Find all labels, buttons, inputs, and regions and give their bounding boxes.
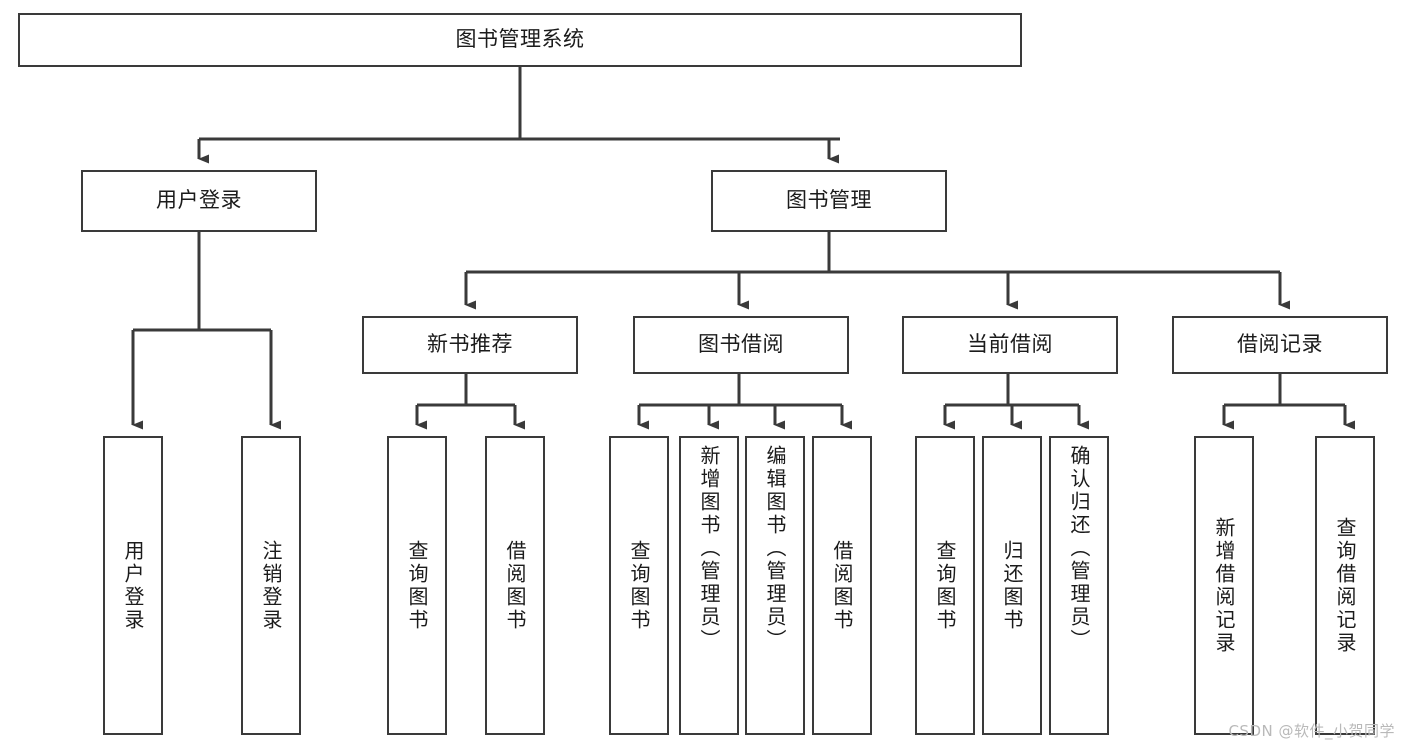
node-new-book-recommend[interactable]: 新书推荐	[362, 316, 578, 374]
leaf-query-book-recommend[interactable]: 查询图书	[387, 436, 447, 735]
leaf-edit-book-label: 编辑图书（管理员）	[763, 445, 787, 652]
node-borrow-record-label: 借阅记录	[1237, 332, 1323, 357]
node-root-label: 图书管理系统	[455, 27, 585, 52]
node-borrow-record[interactable]: 借阅记录	[1172, 316, 1388, 374]
csdn-watermark: CSDN @软件_小贺同学	[1228, 722, 1395, 740]
leaf-edit-book[interactable]: 编辑图书（管理员）	[745, 436, 805, 735]
leaf-borrow-book-borrow[interactable]: 借阅图书	[812, 436, 872, 735]
leaf-confirm-return[interactable]: 确认归还（管理员）	[1049, 436, 1109, 735]
leaf-logout[interactable]: 注销登录	[241, 436, 301, 735]
leaf-add-borrow-record[interactable]: 新增借阅记录	[1194, 436, 1254, 735]
node-book-borrow-label: 图书借阅	[698, 332, 784, 357]
node-user-login[interactable]: 用户登录	[81, 170, 317, 232]
leaf-return-book-label: 归还图书	[1000, 539, 1024, 632]
leaf-add-book-label: 新增图书（管理员）	[697, 445, 721, 652]
leaf-borrow-book-recommend[interactable]: 借阅图书	[485, 436, 545, 735]
node-root[interactable]: 图书管理系统	[18, 13, 1022, 67]
leaf-query-book-borrow[interactable]: 查询图书	[609, 436, 669, 735]
leaf-query-book-current-label: 查询图书	[933, 539, 957, 632]
node-current-borrow[interactable]: 当前借阅	[902, 316, 1118, 374]
leaf-confirm-return-label: 确认归还（管理员）	[1067, 445, 1091, 652]
node-current-borrow-label: 当前借阅	[967, 332, 1053, 357]
node-book-management[interactable]: 图书管理	[711, 170, 947, 232]
node-book-borrow[interactable]: 图书借阅	[633, 316, 849, 374]
leaf-borrow-book-borrow-label: 借阅图书	[830, 539, 854, 632]
leaf-query-book-recommend-label: 查询图书	[405, 539, 429, 632]
leaf-query-borrow-record[interactable]: 查询借阅记录	[1315, 436, 1375, 735]
leaf-query-book-borrow-label: 查询图书	[627, 539, 651, 632]
leaf-return-book[interactable]: 归还图书	[982, 436, 1042, 735]
leaf-borrow-book-recommend-label: 借阅图书	[503, 539, 527, 632]
node-user-login-label: 用户登录	[156, 188, 242, 213]
node-new-book-recommend-label: 新书推荐	[427, 332, 513, 357]
leaf-query-book-current[interactable]: 查询图书	[915, 436, 975, 735]
leaf-logout-label: 注销登录	[259, 539, 283, 632]
leaf-user-login-label: 用户登录	[121, 539, 145, 632]
node-book-management-label: 图书管理	[786, 188, 872, 213]
leaf-query-borrow-record-label: 查询借阅记录	[1333, 516, 1357, 655]
leaf-add-book[interactable]: 新增图书（管理员）	[679, 436, 739, 735]
leaf-user-login[interactable]: 用户登录	[103, 436, 163, 735]
leaf-add-borrow-record-label: 新增借阅记录	[1212, 516, 1236, 655]
